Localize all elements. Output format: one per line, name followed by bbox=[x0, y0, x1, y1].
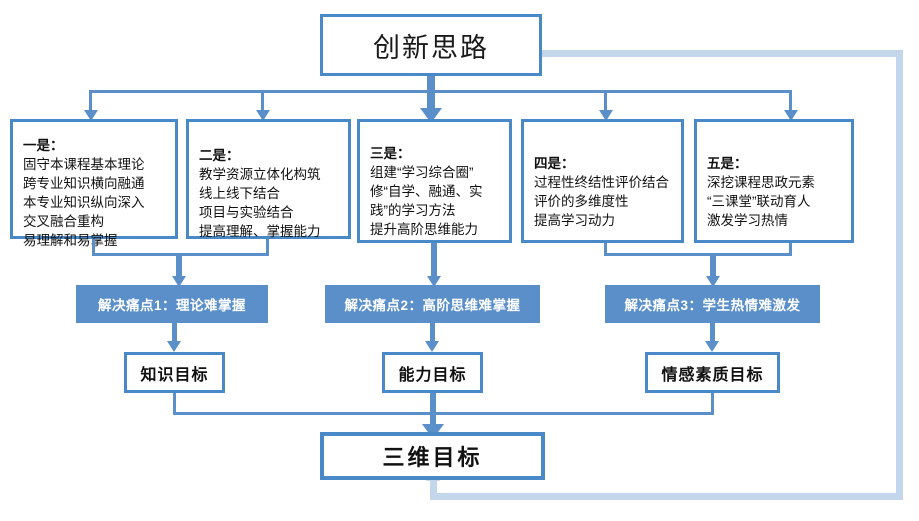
idea-box-1-line-3: 本专业知识纵向深入 bbox=[23, 195, 145, 210]
drop-stem-3 bbox=[427, 90, 435, 112]
pain-bar-2-label: 解决痛点2：高阶思维难掌握 bbox=[344, 298, 521, 313]
idea-box-4-head: 四是： bbox=[534, 156, 575, 171]
pain-stem-2 bbox=[431, 243, 437, 280]
merge-stem-3a bbox=[604, 243, 607, 256]
goal-arrow-2-icon bbox=[425, 341, 439, 352]
idea-box-3-line-3: 践”的学习方法 bbox=[370, 203, 456, 218]
pain-arrow-1-icon bbox=[172, 276, 186, 287]
pain-bar-3[interactable]: 解决痛点3：学生热情难激发 bbox=[605, 285, 820, 323]
pain-arrow-2-icon bbox=[427, 276, 441, 287]
final-stem bbox=[430, 393, 436, 428]
idea-box-1-line-1: 固守本课程基本理论 bbox=[23, 157, 145, 172]
drop-arrow-4-icon bbox=[599, 110, 613, 121]
idea-box-5[interactable]: 五是： 深挖课程思政元素 “三课堂”联动育人 激发学习热情 bbox=[694, 119, 854, 243]
goal-box-ability[interactable]: 能力目标 bbox=[382, 352, 483, 393]
drop-stem-5 bbox=[789, 90, 792, 112]
drop-arrow-1-icon bbox=[84, 110, 98, 121]
idea-box-4[interactable]: 四是： 过程性终结性评价结合 评价的多维度性 提高学习动力 bbox=[521, 119, 684, 243]
idea-box-5-head: 五是： bbox=[707, 156, 748, 171]
drop-arrow-5-icon bbox=[784, 110, 798, 121]
title-box[interactable]: 创新思路 bbox=[320, 14, 542, 76]
idea-box-1-line-4: 交叉融合重构 bbox=[23, 214, 104, 229]
idea-box-2[interactable]: 二是： 教学资源立体化构筑 线上线下结合 项目与实验结合 提高理解、掌握能力 bbox=[186, 119, 351, 239]
feedback-line-top bbox=[540, 50, 903, 57]
feedback-line-up bbox=[430, 481, 437, 500]
drop-stem-1 bbox=[89, 90, 92, 112]
goal-box-knowledge[interactable]: 知识目标 bbox=[124, 352, 225, 393]
idea-box-1-line-2: 跨专业知识横向融通 bbox=[23, 176, 145, 191]
goal-box-ability-label: 能力目标 bbox=[398, 366, 467, 384]
title-stem-vertical bbox=[427, 76, 435, 92]
goal-arrow-1-icon bbox=[167, 341, 181, 352]
drop-stem-4 bbox=[604, 90, 607, 112]
pain-arrow-3-icon bbox=[706, 276, 720, 287]
idea-box-1-line-5: 易理解和易掌握 bbox=[23, 233, 118, 248]
idea-box-1-head: 一是： bbox=[23, 138, 64, 153]
idea-box-4-line-1: 过程性终结性评价结合 bbox=[534, 175, 669, 190]
idea-box-3[interactable]: 三是： 组建“学习综合圈” 修“自学、融通、实 践”的学习方法 提升高阶思维能力 bbox=[357, 119, 512, 243]
goal-stem-1 bbox=[172, 323, 177, 345]
goal-box-emotion[interactable]: 情感素质目标 bbox=[645, 352, 780, 393]
idea-box-3-head: 三是： bbox=[370, 146, 411, 161]
idea-box-2-line-3: 项目与实验结合 bbox=[199, 205, 294, 220]
idea-box-3-line-2: 修“自学、融通、实 bbox=[370, 184, 483, 199]
final-merge-bar bbox=[173, 412, 714, 415]
idea-box-2-line-1: 教学资源立体化构筑 bbox=[199, 167, 321, 182]
feedback-line-right bbox=[896, 50, 903, 500]
idea-box-2-head: 二是： bbox=[199, 148, 240, 163]
merge-stem-3b bbox=[789, 243, 792, 256]
feedback-line-bottom bbox=[433, 493, 903, 500]
final-merge-stem-left bbox=[173, 393, 176, 415]
final-box[interactable]: 三维目标 bbox=[320, 432, 545, 480]
final-merge-stem-right bbox=[711, 393, 714, 415]
idea-box-2-line-4: 提高理解、掌握能力 bbox=[199, 224, 321, 239]
merge-bar-3 bbox=[604, 253, 792, 256]
idea-box-2-line-2: 线上线下结合 bbox=[199, 186, 280, 201]
goal-box-knowledge-label: 知识目标 bbox=[140, 366, 209, 384]
pain-bar-1-label: 解决痛点1：理论难掌握 bbox=[97, 298, 246, 313]
drop-arrow-2-icon bbox=[256, 110, 270, 121]
merge-stem-1a bbox=[92, 239, 95, 256]
pain-bar-3-label: 解决痛点3：学生热情难激发 bbox=[624, 298, 801, 313]
goal-arrow-3-icon bbox=[705, 341, 719, 352]
distributor-bar bbox=[90, 90, 792, 93]
idea-box-5-line-3: 激发学习热情 bbox=[707, 213, 788, 228]
idea-box-4-line-2: 评价的多维度性 bbox=[534, 194, 629, 209]
idea-box-4-line-3: 提高学习动力 bbox=[534, 213, 615, 228]
merge-stem-1b bbox=[266, 239, 269, 256]
final-box-label: 三维目标 bbox=[382, 445, 483, 470]
pain-stem-3 bbox=[710, 253, 716, 280]
pain-bar-2[interactable]: 解决痛点2：高阶思维难掌握 bbox=[325, 285, 540, 323]
idea-box-1[interactable]: 一是： 固守本课程基本理论 跨专业知识横向融通 本专业知识纵向深入 交叉融合重构… bbox=[10, 119, 178, 248]
goal-stem-3 bbox=[710, 323, 715, 345]
idea-box-3-line-4: 提升高阶思维能力 bbox=[370, 222, 478, 237]
idea-box-3-line-1: 组建“学习综合圈” bbox=[370, 165, 474, 180]
goal-box-emotion-label: 情感素质目标 bbox=[661, 366, 764, 384]
title-box-label: 创新思路 bbox=[373, 32, 489, 63]
goal-stem-2 bbox=[430, 323, 435, 345]
idea-box-5-line-2: “三课堂”联动育人 bbox=[707, 194, 811, 209]
pain-bar-1[interactable]: 解决痛点1：理论难掌握 bbox=[76, 285, 268, 323]
idea-box-5-line-1: 深挖课程思政元素 bbox=[707, 175, 815, 190]
drop-stem-2 bbox=[261, 90, 264, 112]
pain-stem-1 bbox=[176, 253, 182, 280]
